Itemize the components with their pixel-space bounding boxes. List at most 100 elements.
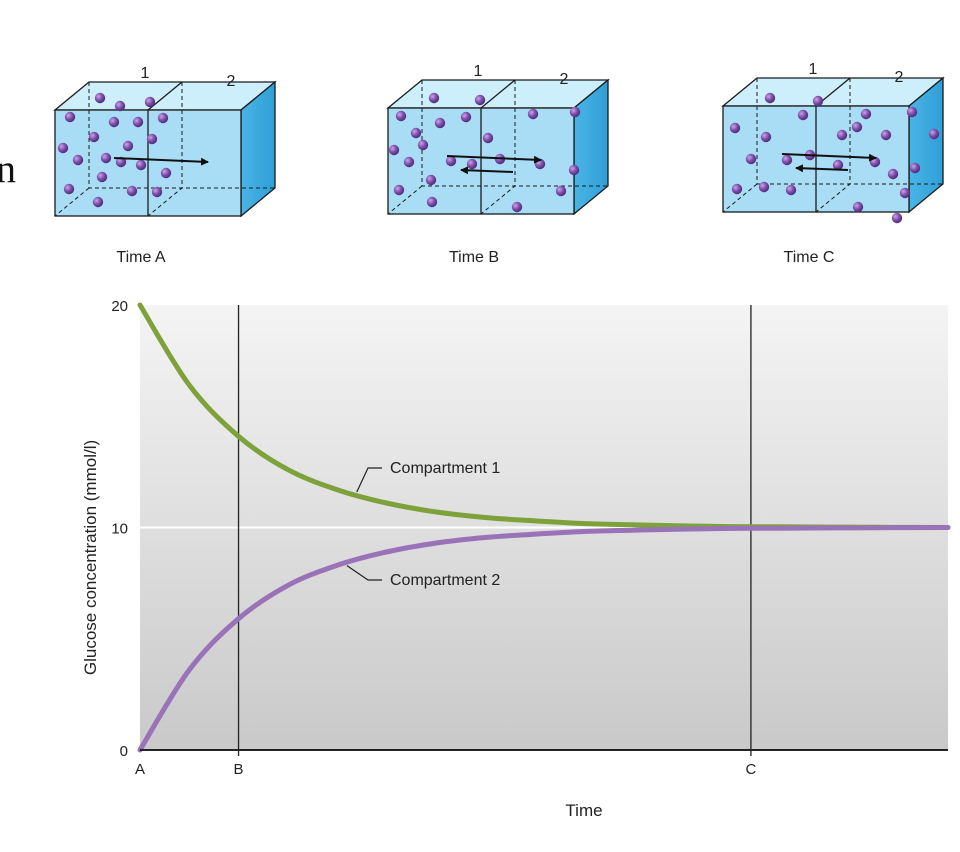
glucose-particle	[860, 108, 872, 120]
diffusion-arrow-right	[113, 157, 209, 166]
glucose-particle	[135, 159, 147, 171]
box-hidden-edges	[387, 80, 608, 215]
glucose-particle	[758, 181, 770, 193]
glucose-particle	[126, 185, 138, 197]
compartment-label-2: 2	[227, 73, 236, 90]
page-fragment: n	[0, 146, 16, 191]
glucose-particle	[852, 201, 864, 213]
glucose-particle	[460, 111, 472, 123]
glucose-particle	[434, 117, 446, 129]
glucose-particle	[425, 174, 437, 186]
glucose-particle	[880, 129, 892, 141]
diffusion-arrow-left	[795, 164, 849, 173]
time-caption: Time C	[784, 249, 835, 266]
glucose-particle	[114, 100, 126, 112]
glucose-particle	[928, 128, 940, 140]
glucose-particle	[745, 153, 757, 165]
x-tick-label: A	[135, 761, 145, 778]
glucose-particle	[836, 129, 848, 141]
glucose-particle	[144, 96, 156, 108]
time-caption: Time A	[116, 249, 166, 266]
glucose-particle	[417, 139, 429, 151]
time-caption: Time B	[449, 249, 499, 266]
glucose-particle	[511, 201, 523, 213]
glucose-particle	[851, 121, 863, 133]
annotation-leader	[346, 565, 382, 581]
glucose-particle	[899, 187, 911, 199]
series-annotation: Compartment 1	[390, 460, 500, 477]
membrane-hidden	[147, 82, 183, 217]
box-hidden-edges	[54, 82, 275, 217]
glucose-particle	[891, 212, 903, 224]
compartment-label-1: 1	[809, 61, 818, 78]
membrane-hidden	[480, 80, 516, 215]
glucose-particle	[72, 154, 84, 166]
glucose-particle	[555, 185, 567, 197]
glucose-particle	[909, 162, 921, 174]
compartment-label-2: 2	[560, 71, 569, 88]
glucose-particle	[527, 108, 539, 120]
glucose-particle	[393, 184, 405, 196]
glucose-particle	[88, 131, 100, 143]
glucose-particle	[122, 140, 134, 152]
glucose-particle	[63, 183, 75, 195]
glucose-particle	[157, 112, 169, 124]
y-axis-label: Glucose concentration (mmol/l)	[81, 440, 100, 675]
glucose-particle	[96, 171, 108, 183]
glucose-particle	[57, 142, 69, 154]
glucose-particle	[729, 122, 741, 134]
glucose-particle	[568, 164, 580, 176]
compartment-label-1: 1	[141, 65, 150, 82]
series-lines	[137, 302, 951, 753]
glucose-particle	[395, 110, 407, 122]
glucose-particle	[146, 133, 158, 145]
diffusion-arrow-right	[446, 155, 542, 164]
glucose-particle	[64, 111, 76, 123]
glucose-particle	[94, 92, 106, 104]
glucose-particle	[474, 94, 486, 106]
membrane	[480, 79, 516, 214]
series-line-2	[137, 525, 951, 753]
glucose-particle	[100, 152, 112, 164]
membrane	[147, 81, 183, 216]
glucose-particle	[108, 116, 120, 128]
glucose-particle	[445, 155, 457, 167]
glucose-particle	[832, 159, 844, 171]
glucose-particle	[797, 109, 809, 121]
glucose-particle	[388, 144, 400, 156]
glucose-particle	[466, 158, 478, 170]
y-tick-label: 0	[120, 743, 128, 760]
glucose-particle	[785, 184, 797, 196]
glucose-particle	[151, 186, 163, 198]
glucose-particle	[764, 92, 776, 104]
glucose-particle	[482, 132, 494, 144]
x-tick-label: C	[746, 761, 757, 778]
glucose-particle	[92, 196, 104, 208]
glucose-particle	[403, 156, 415, 168]
annotation-leader	[356, 467, 382, 493]
glucose-particle	[906, 106, 918, 118]
glucose-particle	[781, 154, 793, 166]
x-axis-label: Time	[565, 801, 602, 820]
glucose-particle	[132, 116, 144, 128]
compartment-label-1: 1	[474, 63, 483, 80]
glucose-particle	[160, 167, 172, 179]
glucose-particle	[410, 127, 422, 139]
diffusion-arrow-left	[460, 166, 514, 175]
glucose-particle	[426, 196, 438, 208]
glucose-particle	[428, 92, 440, 104]
y-tick-label: 10	[111, 521, 128, 538]
glucose-particle	[731, 183, 743, 195]
glucose-particle	[812, 95, 824, 107]
glucose-particle	[887, 168, 899, 180]
